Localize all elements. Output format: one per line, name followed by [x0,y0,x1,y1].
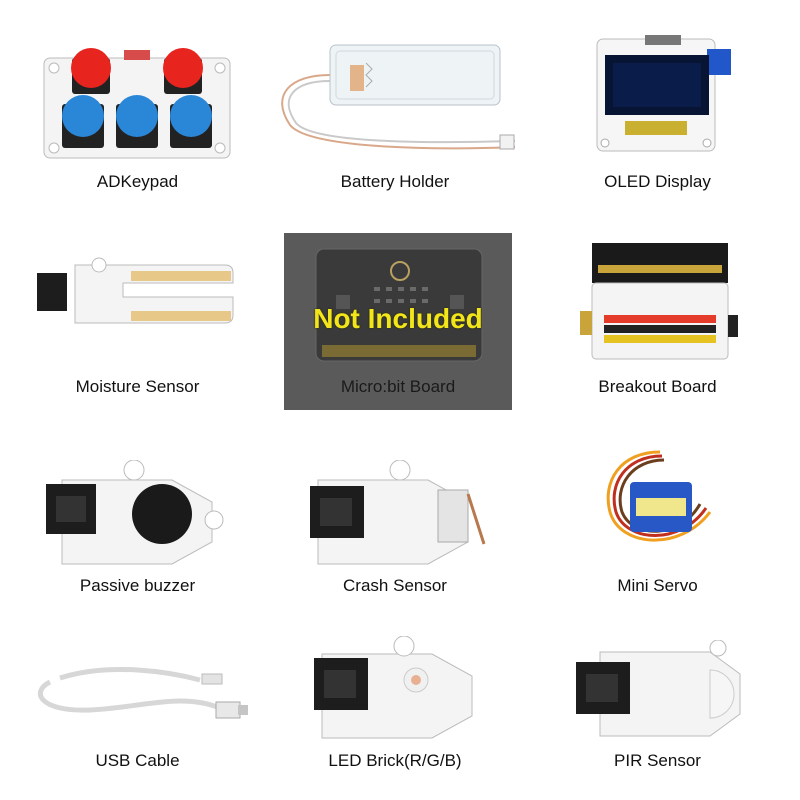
product-battery-holder: Battery Holder [270,20,520,205]
product-label: Crash Sensor [343,576,447,595]
product-mini-servo: Mini Servo [530,440,785,605]
mini-servo-image [600,442,720,562]
usb-cable-image [30,652,250,732]
product-label: ADKeypad [96,172,179,191]
product-adkeypad: ADKeypad [10,20,265,205]
pir-sensor-image [570,640,750,740]
product-label: USB Cable [95,751,180,770]
product-breakout-board: Breakout Board [530,235,785,410]
product-crash-sensor: Crash Sensor [270,450,520,605]
product-label: OLED Display [604,172,711,191]
product-pir-sensor: PIR Sensor [530,630,785,780]
product-label: Breakout Board [598,377,717,396]
breakout-board-image [580,241,740,361]
adkeypad-image [42,38,232,168]
moisture-sensor-image [35,255,245,335]
product-label: PIR Sensor [614,751,701,770]
product-label: Passive buzzer [79,576,196,595]
product-led-brick: LED Brick(R/G/B) [270,630,520,780]
passive-buzzer-image [42,460,232,570]
product-label: LED Brick(R/G/B) [328,751,462,770]
product-usb-cable: USB Cable [10,630,265,780]
crash-sensor-image [308,460,498,570]
microbit-board-image [314,245,484,365]
led-brick-image [312,636,482,746]
product-oled-display: OLED Display [530,20,785,205]
not-included-overlay: Not Included [313,303,483,334]
product-label: Moisture Sensor [75,377,200,396]
product-passive-buzzer: Passive buzzer [10,450,265,605]
product-label: Mini Servo [617,576,698,595]
product-moisture-sensor: Moisture Sensor [10,235,265,410]
product-microbit-board: Not Included Micro:bit Board [284,233,512,410]
oled-display-image [595,35,735,155]
battery-holder-image [270,35,520,160]
product-label: Micro:bit Board [340,377,456,396]
product-label: Battery Holder [340,172,450,191]
